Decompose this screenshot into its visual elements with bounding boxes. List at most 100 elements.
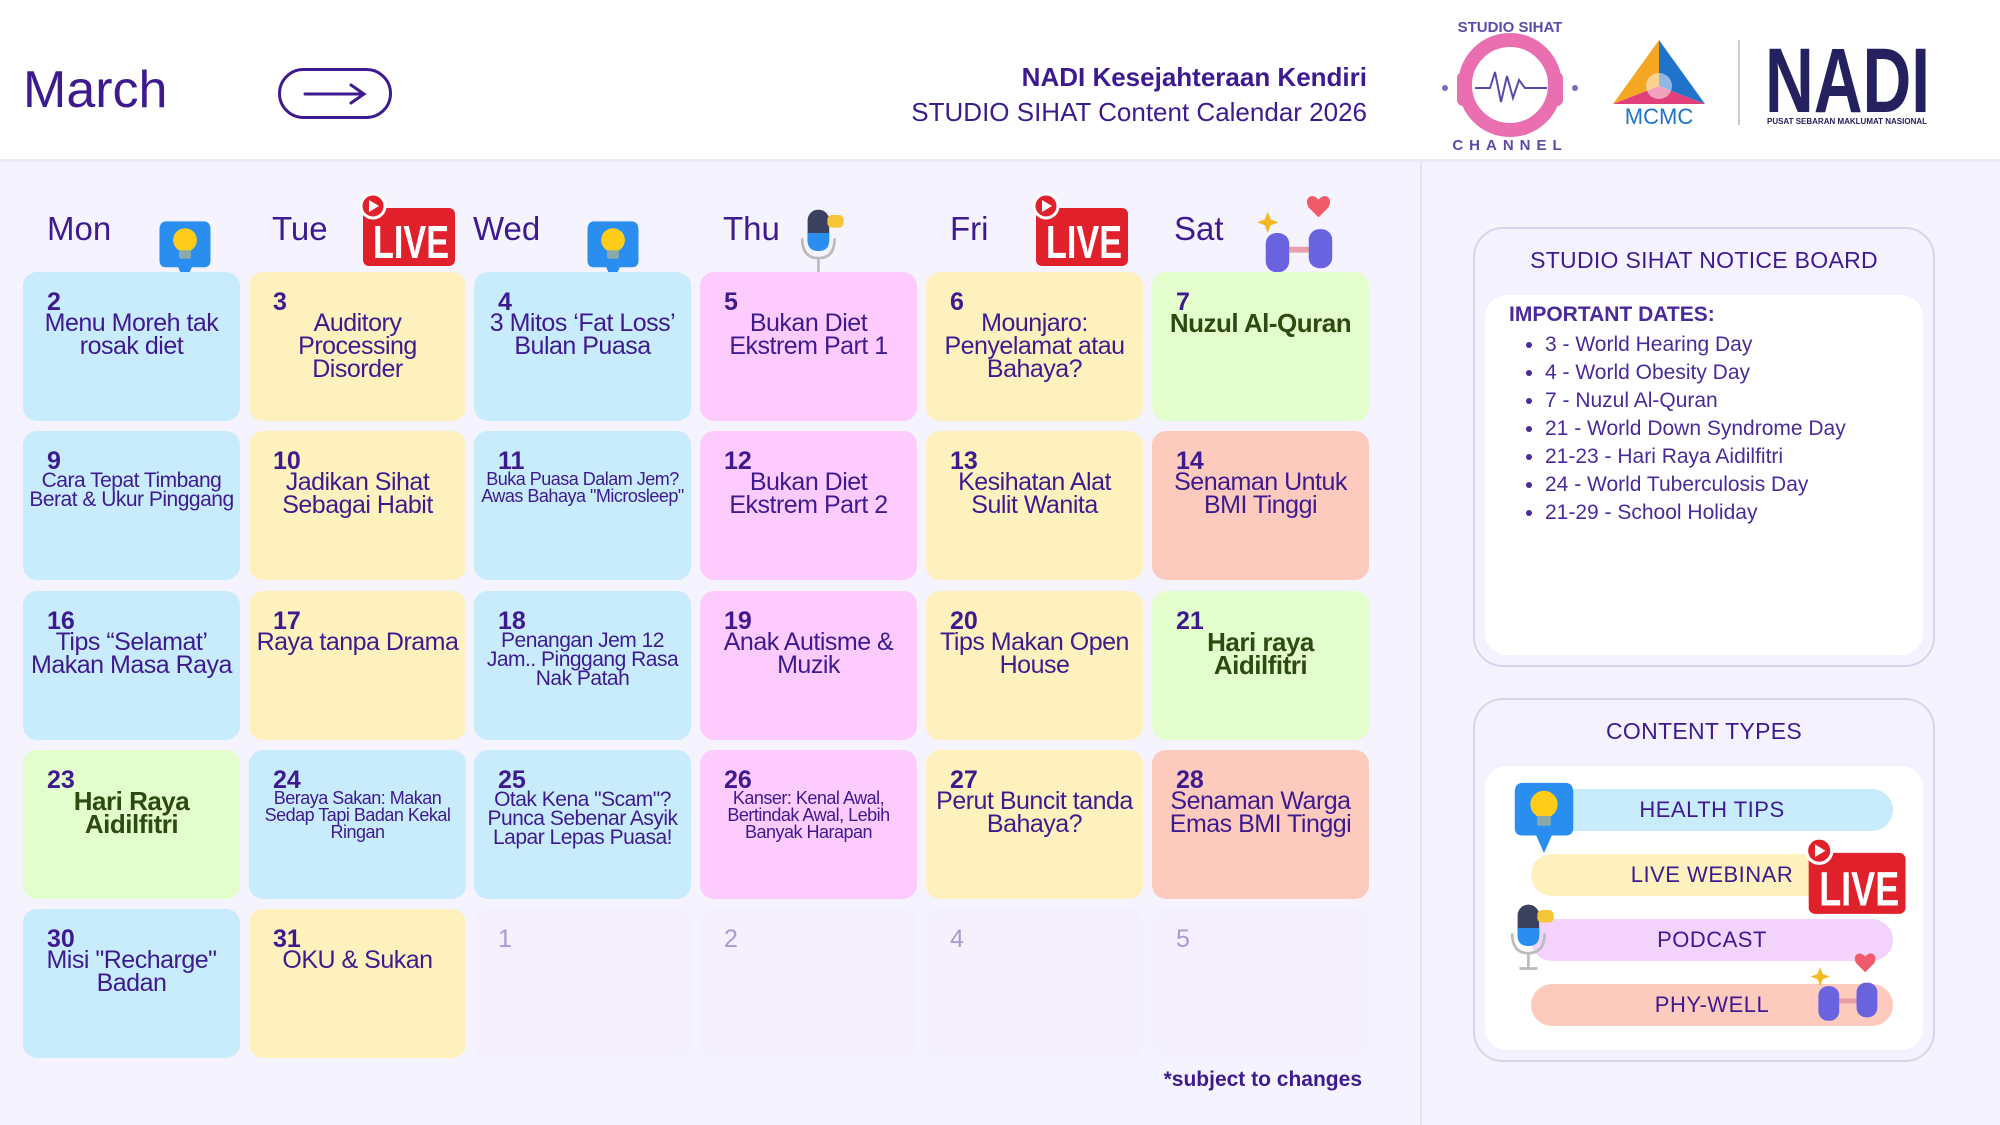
- day-number: 5: [1176, 925, 1190, 953]
- content-title: Otak Kena "Scam"? Punca Sebenar Asyik La…: [487, 788, 678, 849]
- day-number: 27: [950, 766, 978, 794]
- day-number: 7: [1176, 288, 1190, 316]
- content-title: Anak Autisme & Muzik: [723, 628, 894, 679]
- content-type-label: PODCAST: [1657, 927, 1767, 952]
- content-title: Mounjaro: Penyelamat atau Bahaya?: [944, 309, 1125, 383]
- day-number: 2: [47, 288, 61, 316]
- content-title: Senaman Untuk BMI Tinggi: [1174, 468, 1347, 519]
- day-number: 25: [498, 766, 526, 794]
- day-number: 4: [950, 925, 964, 953]
- content-title: Perut Buncit tanda Bahaya?: [936, 787, 1133, 838]
- day-number: 23: [47, 766, 75, 794]
- content-title: Kanser: Kenal Awal, Bertindak Awal, Lebi…: [727, 788, 890, 842]
- day-number: 21: [1176, 607, 1204, 635]
- content-title: Menu Moreh tak rosak diet: [44, 309, 219, 360]
- content-title: Cara Tepat Timbang Berat & Ukur Pinggang: [29, 469, 234, 511]
- day-header-fri: Fri: [950, 210, 989, 247]
- important-date-item: 21-29 - School Holiday: [1545, 499, 1923, 527]
- content-title: Buka Puasa Dalam Jem? Awas Bahaya "Micro…: [481, 469, 684, 506]
- day-number: 1: [498, 925, 512, 953]
- important-date-item: 24 - World Tuberculosis Day: [1545, 471, 1923, 499]
- header: March NADI Kesejahteraan Kendiri STUDIO …: [0, 0, 2000, 162]
- content-types-title: CONTENT TYPES: [1605, 718, 1803, 744]
- svg-text:MCMC: MCMC: [1625, 104, 1694, 128]
- content-type-label: LIVE WEBINAR: [1630, 862, 1794, 887]
- day-number: 28: [1176, 766, 1204, 794]
- important-date-item: 3 - World Hearing Day: [1545, 331, 1923, 359]
- content-type-health-tips: HEALTH TIPS: [1531, 789, 1893, 831]
- day-number: 26: [724, 766, 752, 794]
- calendar-cell[interactable]: 2: [700, 909, 917, 1058]
- content-title: Bukan Diet Ekstrem Part 2: [729, 468, 888, 519]
- day-number: 12: [724, 447, 752, 475]
- content-title: Raya tanpa Drama: [256, 628, 459, 656]
- content-title: 3 Mitos ‘Fat Loss’ Bulan Puasa: [489, 309, 676, 360]
- content-title: OKU & Sukan: [282, 946, 433, 974]
- content-title: Nuzul Al-Quran: [1169, 308, 1352, 338]
- content-title: Misi "Recharge" Badan: [46, 946, 217, 997]
- notice-board: STUDIO SIHAT NOTICE BOARD IMPORTANT DATE…: [1473, 227, 1935, 667]
- day-number: 31: [273, 925, 301, 953]
- day-number: 6: [950, 288, 964, 316]
- day-number: 11: [498, 447, 525, 475]
- svg-text:NADI: NADI: [1765, 38, 1930, 128]
- content-title: Kesihatan Alat Sulit Wanita: [958, 468, 1111, 519]
- important-date-item: 4 - World Obesity Day: [1545, 359, 1923, 387]
- content-title: Jadikan Sihat Sebagai Habit: [282, 468, 433, 519]
- content-title: Senaman Warga Emas BMI Tinggi: [1169, 787, 1352, 838]
- live-icon: LIVE: [1030, 192, 1130, 268]
- calendar-cell[interactable]: 1: [474, 909, 691, 1058]
- arrow-right-icon: [303, 83, 367, 104]
- day-header-thu: Thu: [723, 210, 780, 247]
- mic-icon: [795, 206, 849, 278]
- day-number: 4: [498, 288, 512, 316]
- content-title: Bukan Diet Ekstrem Part 1: [729, 309, 888, 360]
- subject-to-changes-note: *subject to changes: [1163, 1068, 1362, 1091]
- day-number: 24: [273, 766, 301, 794]
- day-number: 16: [47, 607, 75, 635]
- content-title: Tips “Selamat’ Makan Masa Raya: [31, 628, 232, 679]
- important-date-item: 21-23 - Hari Raya Aidilfitri: [1545, 443, 1923, 471]
- live-icon: LIVE: [357, 192, 457, 268]
- day-number: 5: [724, 288, 738, 316]
- day-header-mon: Mon: [47, 210, 112, 247]
- day-header-wed: Wed: [473, 210, 541, 247]
- svg-text:PUSAT SEBARAN MAKLUMAT NASIONA: PUSAT SEBARAN MAKLUMAT NASIONAL: [1767, 117, 1927, 126]
- calendar-cell[interactable]: 4: [926, 909, 1143, 1058]
- content-type-label: PHY-WELL: [1654, 992, 1770, 1017]
- content-type-podcast: PODCAST: [1531, 919, 1893, 961]
- calendar-cell[interactable]: 5: [1152, 909, 1369, 1058]
- svg-text:CHANNEL: CHANNEL: [1452, 137, 1567, 154]
- content-type-label: HEALTH TIPS: [1639, 797, 1785, 822]
- next-month-button[interactable]: [278, 68, 392, 119]
- important-dates-list: 3 - World Hearing Day4 - World Obesity D…: [1545, 331, 1923, 527]
- svg-text:STUDIO SIHAT: STUDIO SIHAT: [1458, 19, 1563, 36]
